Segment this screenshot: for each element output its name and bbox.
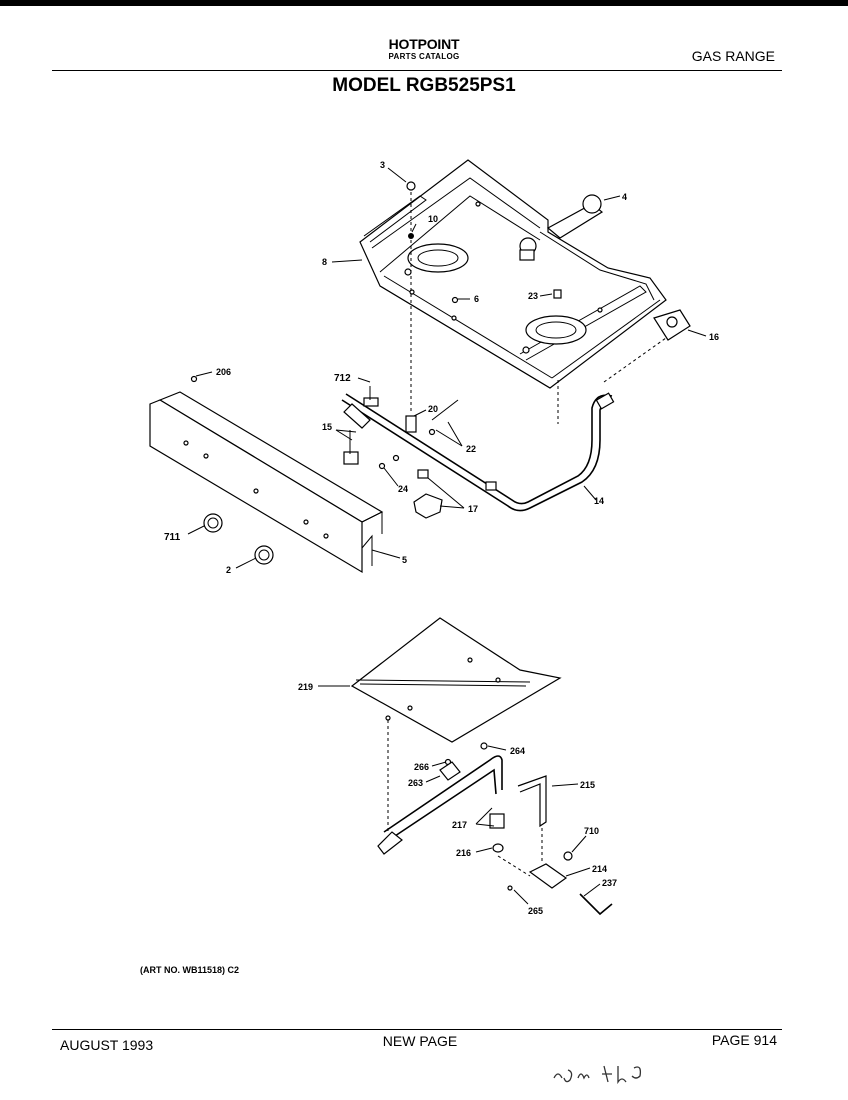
- part-label: 710: [584, 826, 599, 836]
- part-label: 711: [164, 532, 181, 543]
- burner-box: [359, 159, 667, 389]
- footer-rule: [52, 1029, 782, 1030]
- part-label: 23: [528, 291, 538, 301]
- part-label: 8: [322, 257, 327, 267]
- clip-23: [553, 289, 562, 299]
- part-label: 266: [414, 762, 429, 772]
- part-label: 237: [602, 878, 617, 888]
- part-label: 265: [528, 906, 543, 916]
- part-label: 22: [466, 444, 476, 454]
- part-label: 24: [398, 484, 408, 494]
- valve-assembly: [343, 386, 497, 519]
- part-label: 217: [452, 820, 467, 830]
- burner-tube-14: [341, 392, 615, 512]
- art-number: (ART NO. WB11518) C2: [140, 965, 240, 975]
- hinge-brackets: [519, 194, 604, 261]
- footer-page-number: PAGE 914: [711, 1032, 777, 1048]
- part-label: 5: [402, 555, 407, 565]
- part-label: 206: [216, 367, 231, 377]
- washer-216: [492, 843, 504, 853]
- leader-lines: [187, 167, 707, 905]
- page-title: MODEL RGB525PS1: [332, 75, 516, 96]
- bracket-16: [653, 309, 691, 341]
- part-label: 214: [592, 864, 607, 874]
- screw-206: [190, 375, 198, 383]
- screw-264: [480, 742, 488, 750]
- brand-name: HOTPOINT: [388, 36, 460, 52]
- part-label: 3: [380, 160, 385, 170]
- part-labels: 3 4 10 8 6 23 16 206 712 20 15 22 24 17 …: [164, 160, 719, 916]
- part-label: 15: [322, 422, 332, 432]
- header-rule: [52, 70, 782, 71]
- handwritten-mark: [553, 1065, 642, 1085]
- clip-217: [489, 813, 505, 829]
- switch-214: [507, 851, 613, 916]
- footer-date: AUGUST 1993: [60, 1037, 154, 1053]
- orifice-263: [439, 761, 461, 781]
- part-label: 4: [622, 192, 627, 202]
- part-label: 712: [334, 373, 351, 384]
- lower-burner-tube: [377, 755, 503, 855]
- part-label: 2: [226, 565, 231, 575]
- manifold-panel: [149, 391, 384, 574]
- part-label: 216: [456, 848, 471, 858]
- part-label: 10: [428, 214, 438, 224]
- part-label: 17: [468, 504, 478, 514]
- top-border: [0, 0, 848, 6]
- footer-status: NEW PAGE: [382, 1033, 458, 1049]
- part-label: 6: [474, 294, 479, 304]
- broiler-pan-219: [350, 617, 562, 743]
- catalog-subtitle: PARTS CATALOG: [388, 52, 460, 61]
- part-label: 263: [408, 778, 423, 788]
- bracket-215: [517, 775, 547, 828]
- knob-ring-2: [254, 545, 274, 565]
- part-label: 219: [298, 682, 313, 692]
- part-label: 215: [580, 780, 595, 790]
- part-label: 264: [510, 746, 525, 756]
- product-type: GAS RANGE: [691, 48, 775, 64]
- screw-6: [451, 296, 459, 304]
- screw-3: [406, 181, 416, 191]
- part-label: 14: [594, 496, 604, 506]
- part-label: 20: [428, 404, 438, 414]
- part-label: 16: [709, 332, 719, 342]
- knob-ring-711: [203, 513, 223, 533]
